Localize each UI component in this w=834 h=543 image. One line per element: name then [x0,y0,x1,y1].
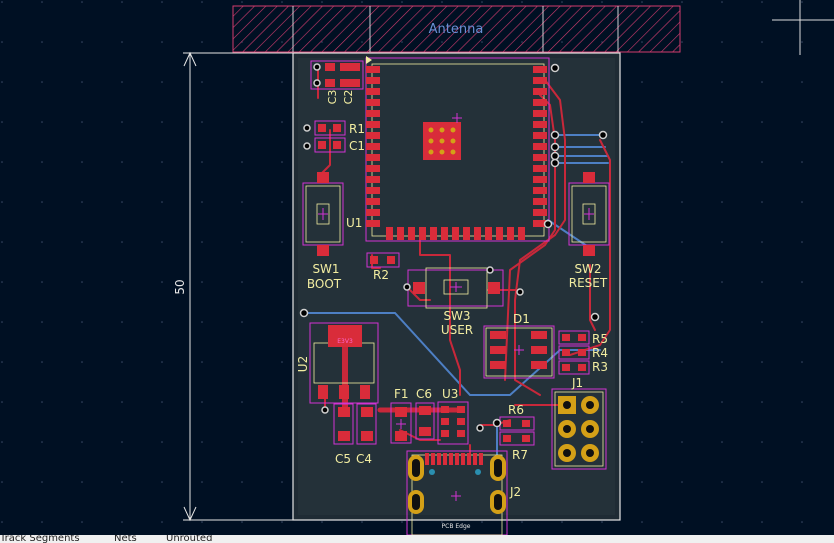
r1-label: R1 [349,122,365,136]
r2-resistor[interactable]: R2 [366,252,400,282]
sw2-label: SW2 [574,262,601,276]
vias [299,63,608,432]
u3-esd[interactable]: U3 [437,387,469,445]
c4-label: C4 [356,452,372,466]
pcb-edge-label: PCB Edge [442,523,471,530]
sw3-label: SW3 [443,309,470,323]
board-dimension[interactable]: 50 [173,51,293,522]
u2-regulator[interactable]: E3V3 U2 [296,322,379,404]
sw3-user-button[interactable]: SW3 USER [403,266,504,337]
j2-usb-connector[interactable]: J2 PCB Edge [406,450,521,535]
r4-label: R4 [592,346,608,360]
u1-module[interactable]: U1 [346,56,550,242]
r3-label: R3 [592,360,608,374]
sw2-reset-button[interactable]: SW2 RESET [568,172,610,290]
r1-c1-components[interactable]: R1 C1 [303,120,365,153]
status-nets: Nets [114,535,137,543]
c3-label: C3 [326,90,339,105]
antenna-keepout[interactable]: Antenna [232,5,681,53]
cursor-crosshair-icon [772,0,834,55]
d1-label: D1 [513,312,530,326]
sw1-boot-button[interactable]: SW1 BOOT [302,172,344,291]
c4-c5-capacitors[interactable]: C5 C4 [321,403,377,466]
status-bar: Track Segments Nets Unrouted [0,535,834,543]
r5-label: R5 [592,332,608,346]
status-unrouted: Unrouted [166,535,213,543]
r6-label: R6 [508,403,524,417]
f1-c6-components[interactable]: F1 C6 [390,387,435,444]
u1-label: U1 [346,216,362,230]
r3-r4-r5-resistors[interactable]: R5 R4 R3 [558,330,608,375]
reset-label: RESET [569,276,608,290]
c2-c3-capacitors[interactable]: C3 C2 [310,60,364,105]
status-track-segments: Track Segments [0,535,80,543]
user-label: USER [441,323,473,337]
sw1-label: SW1 [312,262,339,276]
j1-label: J1 [571,376,583,390]
c6-label: C6 [416,387,432,401]
u3-label: U3 [442,387,458,401]
j1-header[interactable]: J1 [551,376,607,470]
u2-pad-tag: E3V3 [337,338,353,345]
f1-label: F1 [394,387,409,401]
dimension-label: 50 [173,279,187,294]
c2-label: C2 [342,90,355,105]
u2-label: U2 [296,356,310,372]
c1-label: C1 [349,139,365,153]
d1-led[interactable]: D1 [483,312,555,379]
r6-r7-resistors[interactable]: R6 R7 [499,403,535,462]
r7-label: R7 [512,448,528,462]
c5-label: C5 [335,452,351,466]
j2-label: J2 [509,485,521,499]
antenna-label: Antenna [429,22,484,37]
r2-label: R2 [373,268,389,282]
boot-label: BOOT [307,277,342,291]
